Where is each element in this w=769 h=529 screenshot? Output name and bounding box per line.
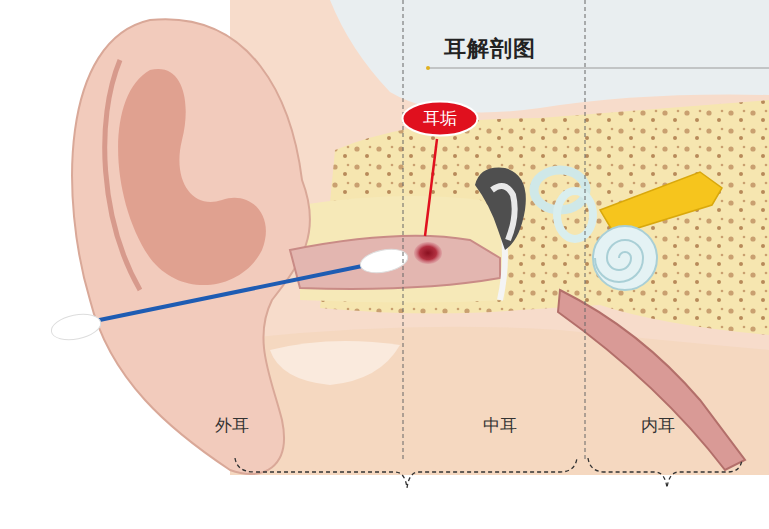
callout-text-holder: 耳垢 <box>423 108 457 128</box>
region-label: 中耳 <box>483 415 517 435</box>
middle-ear-cavity <box>475 168 526 250</box>
cotton-swab-stick <box>80 264 372 324</box>
region-label: 内耳 <box>641 415 675 435</box>
cotton-swab-tip <box>49 310 103 343</box>
auditory-nerve <box>600 172 722 235</box>
region-divider <box>585 0 586 460</box>
region-divider <box>403 0 404 460</box>
pinna <box>72 19 310 474</box>
region-bracket <box>235 458 577 488</box>
concha <box>118 69 266 285</box>
ear-canal <box>290 236 500 289</box>
callout-bubble: 耳垢 <box>401 100 479 137</box>
region-label: 外耳 <box>215 415 249 435</box>
helix-fold <box>105 60 140 290</box>
cranial-region <box>330 0 769 112</box>
eustachian-tube <box>558 290 745 470</box>
diagram-title: 耳解剖图 <box>444 36 536 62</box>
callout-leader <box>425 139 437 236</box>
earwax-spot <box>414 242 442 264</box>
cochlea-spiral <box>595 240 643 282</box>
callout-label: 耳垢 <box>423 108 457 128</box>
title-dot <box>426 66 430 70</box>
ossicles <box>492 186 515 240</box>
cochlea <box>593 226 657 290</box>
title-rule <box>428 68 769 69</box>
region-bracket <box>588 458 742 488</box>
tissue-lobule <box>270 341 400 385</box>
semicircular-canal <box>557 191 593 239</box>
head-skin <box>230 0 769 475</box>
callout-ellipse <box>403 101 478 135</box>
cotton-swab-tip <box>358 246 409 277</box>
